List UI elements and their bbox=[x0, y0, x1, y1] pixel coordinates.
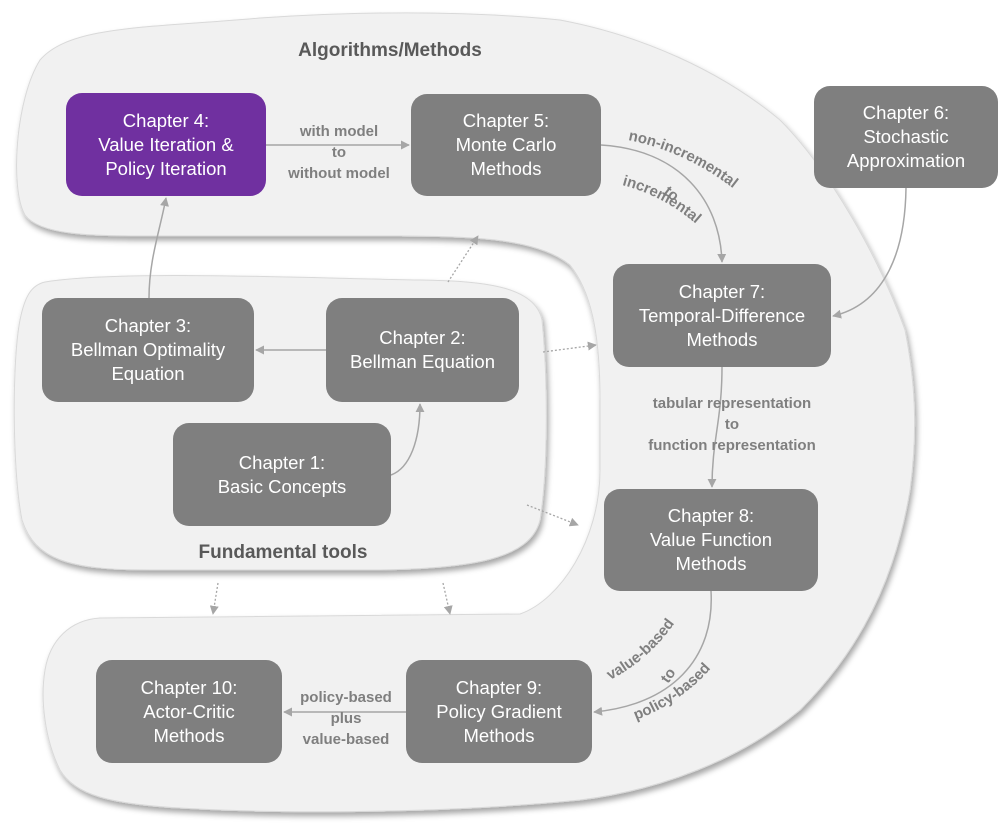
edge-label-ch4-ch5-line3: without model bbox=[288, 165, 390, 182]
edge-label-ch7-ch8-line3: function representation bbox=[648, 437, 816, 454]
chapter-3-node[interactable]: Chapter 3: Bellman Optimality Equation bbox=[42, 298, 254, 402]
edge-label-ch9-ch10-line1: policy-based bbox=[300, 689, 392, 706]
chapter-10-name-line2: Methods bbox=[153, 724, 225, 746]
dotted-arrow-to-ch9-area bbox=[442, 582, 453, 615]
chapter-8-node[interactable]: Chapter 8: Value Function Methods bbox=[604, 489, 818, 591]
chapter-2-title: Chapter 2: bbox=[379, 327, 466, 348]
chapter-8-title: Chapter 8: bbox=[667, 505, 755, 526]
chapter-1-title: Chapter 1: bbox=[238, 451, 326, 473]
edge-label-ch4-ch5-line2: to bbox=[331, 144, 347, 161]
chapter-2-node[interactable]: Chapter 2: Bellman Equation bbox=[326, 298, 519, 402]
chapter-5-name-line2: Methods bbox=[470, 158, 542, 179]
edge-label-ch9-ch10-line2: plus bbox=[330, 710, 362, 727]
dotted-arrow-to-ch8-area bbox=[526, 504, 579, 527]
chapter-6-node[interactable]: Chapter 6: Stochastic Approximation bbox=[814, 86, 998, 188]
dotted-arrow-to-algorithms-top bbox=[447, 235, 479, 283]
edge-label-ch7-ch8-line1: tabular representation bbox=[652, 395, 812, 412]
edge-label-ch9-ch10-line3: value-based bbox=[302, 731, 390, 748]
dotted-arrow-to-ch10-area bbox=[209, 582, 219, 615]
chapter-2-name-line1: Bellman Equation bbox=[349, 351, 495, 372]
chapter-9-node[interactable]: Chapter 9: Policy Gradient Methods bbox=[406, 660, 592, 763]
chapter-9-name-line1: Policy Gradient bbox=[436, 700, 562, 722]
chapter-9-name-line2: Methods bbox=[463, 724, 535, 746]
chapter-3-name-line1: Bellman Optimality bbox=[70, 339, 226, 360]
fundamentals-region-label: Fundamental tools bbox=[198, 542, 368, 563]
chapter-10-title: Chapter 10: bbox=[140, 676, 238, 698]
arrow-ch6-to-ch7 bbox=[832, 187, 907, 319]
chapter-4-name-line1: Value Iteration & bbox=[98, 133, 234, 155]
edge-label-ch4-ch5: with model to without model bbox=[288, 121, 390, 184]
chapter-10-name-line1: Actor-Critic bbox=[143, 700, 235, 722]
arrow-ch5-to-ch7 bbox=[600, 144, 727, 263]
edge-label-ch4-ch5-line1: with model bbox=[299, 123, 379, 140]
chapter-5-title: Chapter 5: bbox=[462, 110, 550, 131]
chapter-4-name-line2: Policy Iteration bbox=[105, 157, 227, 179]
chapter-6-title: Chapter 6: bbox=[862, 102, 950, 123]
chapter-6-name-line2: Approximation bbox=[846, 150, 966, 171]
algorithms-region bbox=[16, 12, 916, 813]
edge-label-ch7-ch8: tabular representation to function repre… bbox=[648, 393, 816, 456]
arrow-ch7-to-ch8 bbox=[707, 366, 723, 488]
chapter-5-name-line1: Monte Carlo bbox=[455, 134, 557, 155]
arrow-ch3-to-ch4 bbox=[148, 197, 169, 299]
chapter-9-title: Chapter 9: bbox=[455, 676, 543, 698]
chapter-4-title: Chapter 4: bbox=[122, 109, 210, 131]
arrow-ch1-to-ch2 bbox=[390, 403, 425, 476]
chapter-6-name-line1: Stochastic bbox=[863, 126, 949, 147]
edge-label-ch7-ch8-line2: to bbox=[724, 416, 740, 433]
chapter-1-name-line1: Basic Concepts bbox=[217, 475, 347, 497]
chapter-5-node[interactable]: Chapter 5: Monte Carlo Methods bbox=[411, 94, 601, 196]
chapter-8-name-line2: Methods bbox=[675, 553, 747, 574]
chapter-7-name-line2: Methods bbox=[686, 328, 758, 350]
chapter-3-title: Chapter 3: bbox=[104, 315, 192, 336]
chapter-7-title: Chapter 7: bbox=[678, 280, 766, 302]
chapter-8-name-line1: Value Function bbox=[649, 529, 773, 550]
chapter-1-node[interactable]: Chapter 1: Basic Concepts bbox=[173, 423, 391, 526]
chapter-10-node[interactable]: Chapter 10: Actor-Critic Methods bbox=[96, 660, 282, 763]
chapter-7-name-line1: Temporal-Difference bbox=[638, 304, 806, 326]
chapter-3-name-line2: Equation bbox=[111, 363, 185, 384]
arrow-ch8-to-ch9 bbox=[593, 590, 712, 716]
chapter-4-node[interactable]: Chapter 4: Value Iteration & Policy Iter… bbox=[66, 93, 266, 196]
chapter-7-node[interactable]: Chapter 7: Temporal-Difference Methods bbox=[613, 264, 831, 367]
edge-label-ch9-ch10: policy-based plus value-based bbox=[300, 687, 392, 750]
algorithms-region-label: Algorithms/Methods bbox=[298, 40, 482, 61]
dotted-arrow-to-ch7-area bbox=[542, 341, 597, 353]
